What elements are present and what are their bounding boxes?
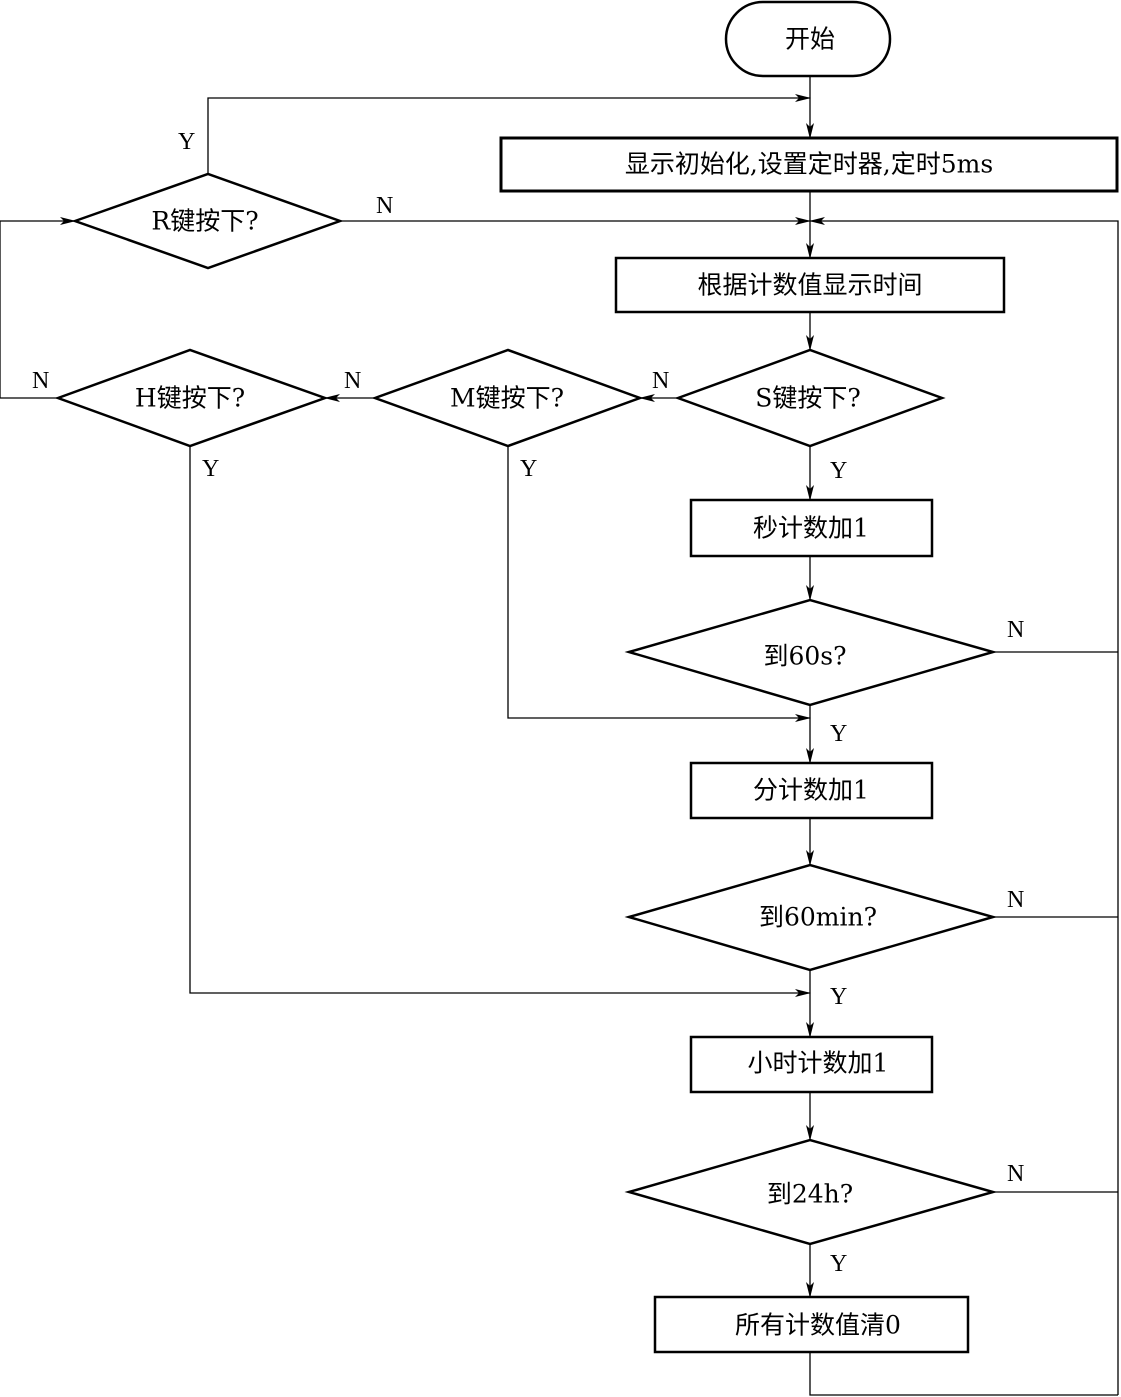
node-sec-inc: 秒计数加1 [689, 498, 934, 558]
node-r-key: R键按下? [71, 172, 344, 270]
node-s-key-text: S键按下? [755, 384, 861, 413]
label-s-yes: Y [830, 458, 847, 484]
label-r-yes: Y [178, 129, 195, 155]
node-check-60min-text: 到60min? [759, 903, 877, 932]
label-m-yes: Y [520, 456, 537, 482]
label-60min-yes: Y [830, 984, 847, 1010]
node-r-key-text: R键按下? [151, 207, 258, 236]
node-start-text: 开始 [785, 25, 835, 54]
node-m-key: M键按下? [371, 348, 644, 448]
node-m-key-text: M键按下? [450, 384, 564, 413]
node-min-inc-text: 分计数加1 [753, 776, 869, 805]
label-60s-yes: Y [830, 721, 847, 747]
node-start: 开始 [724, 0, 892, 78]
node-init-text: 显示初始化,设置定时器,定时5ms [625, 150, 993, 179]
node-h-key-text: H键按下? [135, 384, 245, 413]
node-s-key: S键按下? [674, 348, 946, 448]
edge-labels: Y N N N N Y Y Y N Y N Y N Y [32, 129, 1024, 1277]
label-60s-no: N [1007, 617, 1024, 643]
node-check-24h: 到24h? [624, 1138, 998, 1246]
node-display-text: 根据计数值显示时间 [697, 271, 922, 300]
node-hour-inc: 小时计数加1 [689, 1035, 934, 1094]
node-clear-all: 所有计数值清0 [653, 1295, 970, 1354]
label-s-no: N [652, 368, 669, 394]
connectors [0, 76, 1119, 1396]
node-clear-all-text: 所有计数值清0 [735, 1311, 901, 1340]
label-24h-no: N [1007, 1161, 1024, 1187]
label-h-no: N [32, 368, 49, 394]
label-h-yes: Y [202, 456, 219, 482]
node-check-60s-text: 到60s? [763, 642, 846, 671]
node-sec-inc-text: 秒计数加1 [753, 514, 869, 543]
node-init: 显示初始化,设置定时器,定时5ms [499, 136, 1119, 193]
label-m-no: N [344, 368, 361, 394]
node-check-60s: 到60s? [624, 598, 998, 707]
node-check-60min: 到60min? [624, 863, 998, 972]
label-24h-yes: Y [830, 1251, 847, 1277]
node-h-key: H键按下? [54, 348, 329, 448]
node-display: 根据计数值显示时间 [614, 256, 1006, 314]
node-hour-inc-text: 小时计数加1 [748, 1049, 889, 1078]
node-min-inc: 分计数加1 [689, 761, 934, 820]
label-r-no: N [376, 193, 393, 219]
label-60min-no: N [1007, 887, 1024, 913]
node-check-24h-text: 到24h? [767, 1180, 853, 1209]
